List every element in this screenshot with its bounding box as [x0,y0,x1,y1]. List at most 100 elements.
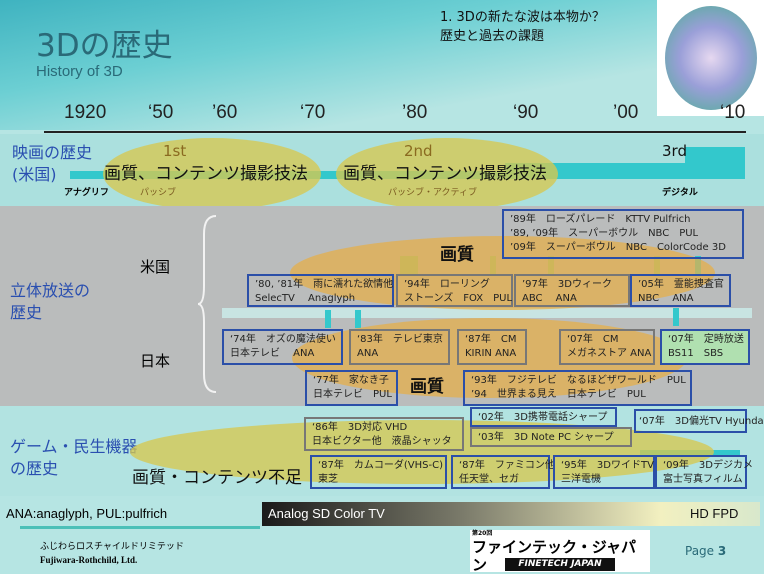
event-box: ‘09年 3Dデジカメ富士写真フィルム [655,455,753,489]
event-box: ‘07年 定時放送 BS11 SBS [660,329,750,365]
label-line: 映画の歴史 [12,143,93,162]
page-title: 3Dの歴史 [36,28,173,64]
finetech-logo: 第20回 ファインテック・ジャパン FINETECH JAPAN [470,530,650,574]
event-text: NBC ANA [638,293,694,304]
event-text: ’09年 スーパーボウル NBC ColorCode 3D [510,242,726,253]
event-text: ‘74年 オズの魔法使い [230,334,336,345]
event-box: ’89年 ローズパレード KTTV Pulfrich ’89, ’09年 スーパー… [502,209,744,259]
event-name-en: FINETECH JAPAN [505,558,615,571]
event-text: ’94 世界まる見え 日本テレビ PUL [471,389,646,400]
wave-label: 3rd [662,142,687,160]
year-label: ’60 [212,102,238,123]
label-line: (米国) [12,165,57,184]
event-box: ‘93年 フジテレビ なるほどザワールド PUL ’94 世界まる見え 日本テレビ… [463,370,692,406]
event-text: ‘83年 テレビ東京 [357,334,443,345]
event-text: 任天堂、セガ [459,474,519,485]
topic-line: 1. 3Dの新たな波は本物か？ [440,10,605,25]
event-text: ‘86年 3D対応 VHD [312,422,408,433]
wave-label: 1st [163,142,187,160]
page-number: Page 3 [685,544,726,558]
event-text: ‘77年 家なき子 [313,375,389,386]
event-box: ’97年 3Dウィーク ABC ANA [514,274,630,307]
event-box: ’80, ’81年 雨に濡れた欲情他 SelecTV Anaglyph [247,274,394,307]
event-box: ‘83年 テレビ東京 ANA [349,329,450,365]
event-box: ‘74年 オズの魔法使い日本テレビ ANA [222,329,343,365]
event-text: 東芝 [318,474,338,485]
event-text: ’94年 ローリング [404,279,490,290]
event-text: ‘02年 3D携帯電話シャープ [478,412,608,423]
event-number: 第20回 [472,530,493,537]
event-name-jp: ファインテック・ジャパン [472,538,636,574]
jp-label: 日本 [140,352,171,370]
event-text: BS11 SBS [668,348,724,359]
brace-icon [197,215,217,393]
event-text: ‘93年 フジテレビ なるほどザワールド PUL [471,375,686,386]
issue-text: 画質・コンテンツ不足 [132,468,302,488]
issue-text: 画質 [410,377,444,397]
event-box: ‘03年 3D Note PC シャープ [470,427,632,447]
event-text: ’80, ’81年 雨に濡れた欲情他 [255,279,394,290]
event-marker [325,310,331,328]
divider [20,526,260,529]
tech-label: デジタル [662,188,698,198]
tv-era-label: HD FPD [690,506,739,521]
event-text: ‘07年 3D偏光TV Hyundai [639,416,764,427]
event-text: 三洋電機 [561,474,601,485]
page-label: Page [685,544,715,558]
event-text: ‘87年 ファミコン他 [459,460,555,471]
year-label: ‘70 [300,102,326,123]
company-name-jp: ふじわらロスチャイルドリミテッド [40,541,184,551]
event-marker [673,308,679,326]
year-label: ‘50 [148,102,174,123]
issue-ellipse [103,138,321,210]
issue-text: 画質、コンテンツ撮影技法 [343,164,547,184]
tv-era-label: Analog SD Color TV [268,506,385,521]
broadcast-line [222,308,752,318]
frl-logo [657,0,764,116]
wave-label: 2nd [404,142,433,160]
topic-heading: 1. 3Dの新たな波は本物か？歴史と過去の課題 [440,8,605,46]
year-label: 1920 [64,102,107,123]
year-label: ’00 [613,102,639,123]
event-box: ‘07年 3D偏光TV Hyundai [634,409,764,433]
tech-label: パッシブ [140,188,177,198]
event-text: ’97年 3Dウィーク [522,279,612,290]
label-line: ゲーム・民生機器 [10,437,138,456]
event-text: ’89年 ローズパレード KTTV Pulfrich [510,214,691,225]
event-text: SelecTV Anaglyph [255,293,356,304]
issue-text: 画質、コンテンツ撮影技法 [104,164,308,184]
event-box: ‘95年 3DワイドTV 三洋電機 [553,455,655,489]
label-line: の歴史 [10,459,59,478]
event-text: 日本テレビ ANA [230,348,315,359]
event-box: ‘77年 家なき子日本テレビ PUL [305,370,398,406]
event-marker [355,310,361,328]
tv-era-bar [262,502,760,526]
issue-ellipse [336,138,558,210]
tech-label: パッシブ・アクティブ [388,188,478,198]
company-name-en: Fujiwara-Rothchild, Ltd. [40,555,138,565]
header-wave [0,0,764,130]
event-box: ’05年 霊能捜査官 NBC ANA [630,274,731,307]
event-text: ‘95年 3DワイドTV [561,460,654,471]
event-text: ’05年 霊能捜査官 [638,279,724,290]
games-history-label: ゲーム・民生機器の歴史 [10,436,138,480]
event-text: ABC ANA [522,293,577,304]
issue-ellipse [292,318,687,398]
label-line: 歴史 [10,303,43,322]
event-text: ‘07年 定時放送 [668,334,744,345]
label-line: 立体放送の [10,281,91,300]
event-text: ストーンズ FOX PUL [404,293,513,304]
event-text: ’89, ’09年 スーパーボウル NBC PUL [510,228,699,239]
event-text: ‘07年 CM [567,334,619,345]
event-box: ‘02年 3D携帯電話シャープ [470,407,617,427]
broadcast-history-label: 立体放送の歴史 [10,280,90,324]
event-text: メガネストア ANA [567,348,652,359]
event-text: ‘87年 カムコーダ(VHS-C) [318,460,444,471]
issue-text: 画質 [440,245,474,265]
us-label: 米国 [140,258,171,276]
event-text: ANA [357,348,379,359]
movie-bar [685,147,745,179]
event-text: ‘09年 3Dデジカメ [663,460,753,471]
